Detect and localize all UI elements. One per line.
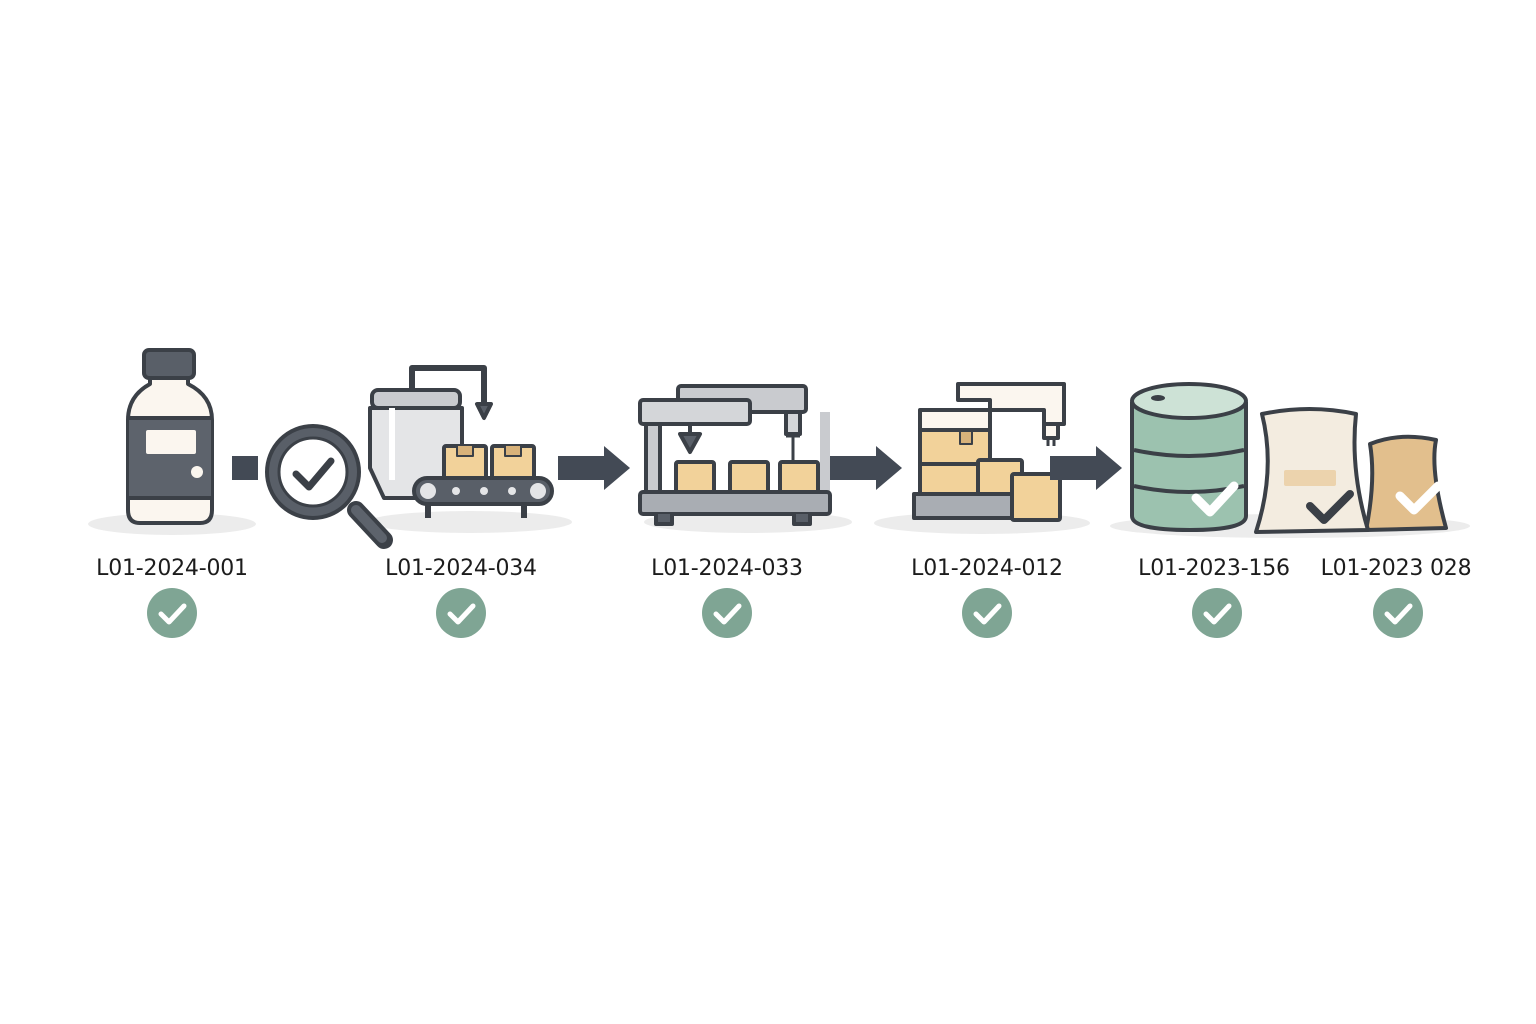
lot-label: L01-2024-012 <box>911 556 1063 581</box>
check-circle-icon <box>436 588 486 638</box>
packing-station-icon <box>912 382 1066 522</box>
filling-machine-icon <box>638 384 832 526</box>
lot-label: L01-2024-033 <box>651 556 803 581</box>
lot-label: L01-2024-034 <box>385 556 537 581</box>
check-circle-icon <box>1373 588 1423 638</box>
arrow-icon <box>1050 446 1122 490</box>
lot-label: L01-2023 028 <box>1320 556 1472 581</box>
mixing-conveyor-icon <box>368 365 554 518</box>
sacks-icon <box>1254 407 1448 534</box>
arrow-icon <box>558 446 630 490</box>
check-circle-icon <box>147 588 197 638</box>
drum-icon <box>1130 382 1248 532</box>
check-circle-icon <box>962 588 1012 638</box>
lot-label: L01-2023-156 <box>1138 556 1290 581</box>
check-circle-icon <box>1192 588 1242 638</box>
check-circle-icon <box>702 588 752 638</box>
connector-bar <box>232 456 258 480</box>
lot-label: L01-2024-001 <box>96 556 248 581</box>
bottle-icon <box>126 348 214 525</box>
magnifier-check-icon <box>265 424 393 549</box>
arrow-icon <box>830 446 902 490</box>
